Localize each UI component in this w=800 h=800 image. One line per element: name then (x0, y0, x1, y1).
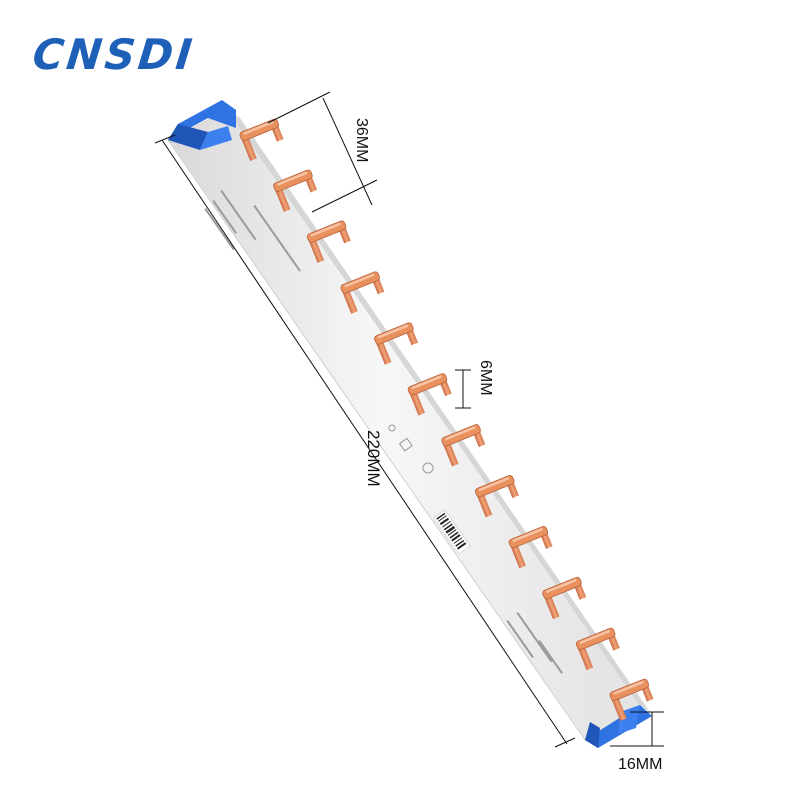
copper-pin (475, 475, 519, 518)
busbar-housing (167, 109, 650, 741)
copper-pin (609, 678, 654, 721)
copper-pin (575, 627, 620, 671)
housing-print (204, 190, 563, 674)
certification-marks (388, 424, 434, 474)
copper-pin (306, 220, 351, 263)
copper-pin (374, 322, 419, 365)
copper-pin (273, 169, 318, 212)
copper-pins (239, 118, 654, 721)
end-cap-top (168, 100, 236, 150)
height-dimension-label: 16MM (618, 756, 663, 773)
copper-pin (542, 576, 587, 620)
length-dimension-label: 220MM (364, 430, 383, 487)
dimension-lines (154, 91, 664, 748)
copper-pin (407, 373, 452, 416)
pitch-dimension-label: 36MM (353, 118, 370, 163)
copper-pin (340, 271, 385, 314)
copper-pin (508, 525, 553, 569)
copper-pin (441, 424, 486, 467)
barcode (433, 509, 471, 555)
pin-width-dimension-label: 6MM (477, 360, 494, 396)
copper-pin (239, 118, 284, 161)
